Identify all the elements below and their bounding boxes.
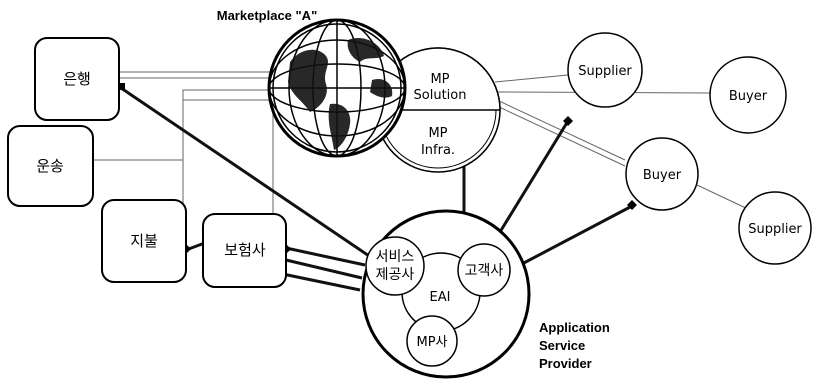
buyer-mid-label: Buyer — [643, 168, 682, 183]
service-provider-circle — [365, 236, 425, 296]
connector-buyer-supplier — [696, 184, 751, 211]
globe-icon — [267, 18, 407, 158]
asp-circle: 서비스 제공사 고객사 EAI MP사 — [361, 209, 531, 379]
node-supplier-bottom: Supplier — [738, 191, 812, 265]
eai-label: EAI — [430, 290, 451, 305]
mp-solution-line1: MP — [430, 72, 449, 87]
payment-label: 지불 — [130, 232, 158, 250]
customer-circle — [457, 243, 511, 297]
asp-caption: Application Service Provider — [539, 320, 610, 371]
bank-label: 은행 — [63, 70, 91, 88]
asp-caption-line1: Application — [539, 320, 610, 335]
box-transport: 운송 — [7, 125, 94, 207]
box-insurer: 보험사 — [202, 213, 287, 288]
asp-link-insurer-2 — [285, 258, 363, 280]
asp-link-supplier — [498, 120, 570, 233]
diamond-buyer — [627, 200, 637, 210]
diamond-supplier — [563, 116, 573, 126]
connector-payment-globe — [182, 99, 285, 235]
mp-company-circle — [406, 315, 458, 367]
supplier-bottom-label: Supplier — [748, 222, 802, 237]
mp-infra-line2: Infra. — [421, 143, 455, 158]
transport-label: 운송 — [36, 157, 64, 175]
asp-connectors — [120, 86, 633, 292]
insurer-label: 보험사 — [224, 241, 266, 259]
buyer-right-label: Buyer — [729, 89, 768, 104]
supplier-top-label: Supplier — [578, 64, 632, 79]
mp-solution-line2: Solution — [414, 88, 467, 103]
box-payment: 지불 — [101, 199, 187, 283]
diamond-bank — [118, 83, 125, 90]
customer-label: 고객사 — [465, 263, 504, 279]
node-buyer-right: Buyer — [709, 56, 787, 134]
asp-link-insurer-3 — [272, 270, 361, 292]
connector-mp-supplier-top — [494, 74, 569, 83]
asp-caption-line3: Provider — [539, 356, 592, 371]
service-provider-line1: 서비스 — [376, 249, 415, 265]
asp-link-buyer — [519, 204, 633, 267]
service-provider-line2: 제공사 — [376, 267, 415, 283]
box-bank: 은행 — [34, 37, 120, 121]
node-supplier-top: Supplier — [567, 32, 643, 108]
asp-caption-line2: Service — [539, 338, 585, 353]
marketplace-title: Marketplace "A" — [217, 8, 317, 23]
mp-company-label: MP사 — [416, 335, 447, 350]
connector-mp-buyer-mid-2 — [496, 105, 626, 167]
asp-link-bank — [120, 86, 379, 264]
node-buyer-mid: Buyer — [625, 137, 699, 211]
mp-infra-line1: MP — [428, 126, 447, 141]
asp-link-insurer-1 — [285, 246, 366, 267]
